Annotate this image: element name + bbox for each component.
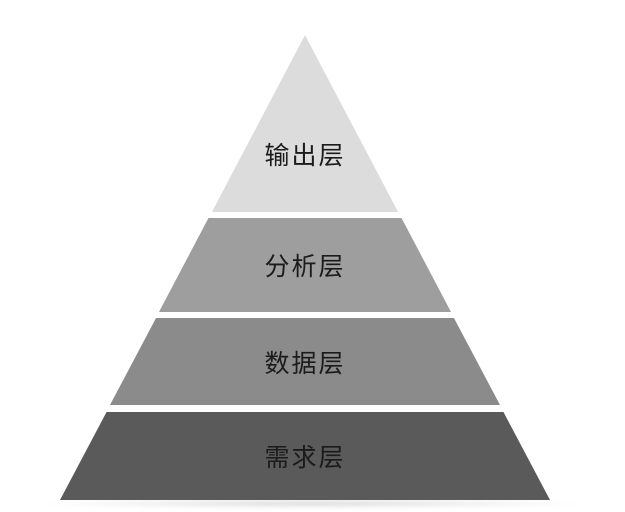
pyramid-layer-analysis: 分析层 [158, 218, 452, 312]
layer-label-data: 数据层 [264, 348, 346, 378]
pyramid-layer-output: 输出层 [211, 35, 399, 212]
pyramid-diagram: 输出层 分析层 数据层 需求层 [60, 35, 550, 500]
pyramid-layer-data: 数据层 [109, 318, 501, 405]
pyramid-shadow [40, 499, 585, 508]
layer-label-requirement: 需求层 [264, 443, 346, 472]
pyramid-layer-requirement: 需求层 [60, 412, 550, 500]
layer-label-analysis: 分析层 [264, 252, 346, 281]
layer-label-output: 输出层 [264, 141, 346, 170]
